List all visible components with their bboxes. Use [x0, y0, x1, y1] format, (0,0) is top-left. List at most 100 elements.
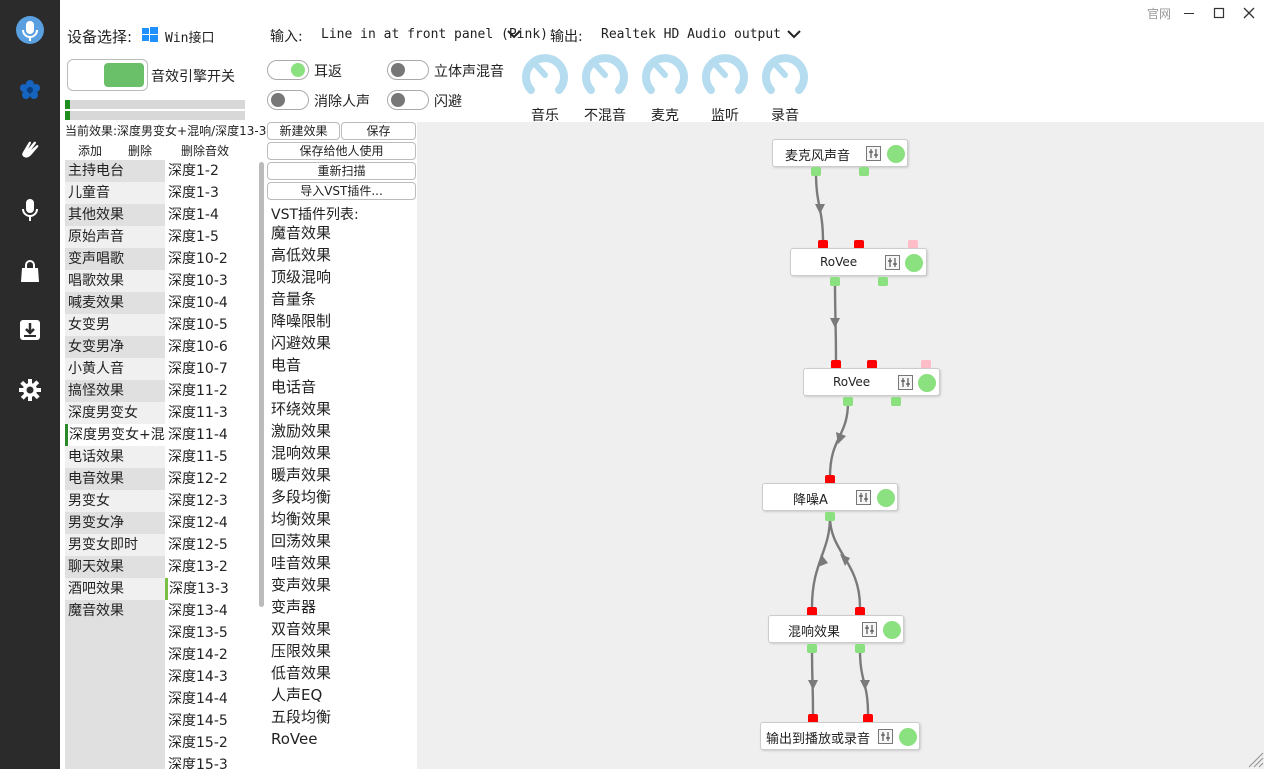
node-output-in-port-1[interactable]: [808, 714, 818, 723]
preset-item[interactable]: 深度13-2: [168, 559, 228, 575]
node-reverb-in-port-1[interactable]: [807, 607, 817, 616]
preset-item[interactable]: 深度10-5: [168, 317, 228, 333]
node-reverb[interactable]: 混响效果: [768, 615, 904, 643]
node-reverb-out-port-1[interactable]: [807, 644, 817, 653]
vst-plugin-item[interactable]: 哇音效果: [271, 554, 332, 572]
vst-plugin-item[interactable]: 音量条: [271, 290, 317, 308]
vst-plugin-item[interactable]: 电话音: [271, 378, 317, 396]
vst-plugin-item[interactable]: 均衡效果: [271, 510, 332, 528]
category-item[interactable]: 深度男变女+混响: [65, 424, 165, 446]
monitor-switch[interactable]: [267, 60, 309, 80]
download-icon[interactable]: [0, 305, 60, 355]
delete-button[interactable]: 删除: [128, 144, 153, 158]
vst-plugin-item[interactable]: 魔音效果: [271, 224, 332, 242]
category-item[interactable]: 儿童音: [65, 182, 165, 204]
maximize-icon[interactable]: [1209, 3, 1229, 23]
node-rovee1-out-port-1[interactable]: [830, 277, 840, 286]
stereo-mix-switch[interactable]: [387, 60, 429, 80]
category-item[interactable]: 搞怪效果: [68, 383, 124, 399]
node-output-eq-icon[interactable]: [878, 729, 893, 744]
microphone-icon[interactable]: [0, 185, 60, 235]
preset-item[interactable]: 深度11-3: [168, 405, 228, 421]
knob-record[interactable]: 录音: [760, 51, 810, 125]
app-logo-mic-icon[interactable]: [0, 5, 60, 55]
add-effect-button[interactable]: 添加: [78, 144, 103, 158]
vocal-remove-switch[interactable]: [267, 90, 309, 110]
preset-item[interactable]: 深度10-6: [168, 339, 228, 355]
preset-item[interactable]: 深度1-4: [168, 207, 219, 223]
output-chevron-down-icon[interactable]: [786, 28, 802, 44]
preset-item[interactable]: 深度12-3: [168, 493, 228, 509]
vst-plugin-item[interactable]: 高低效果: [271, 246, 332, 264]
input-chevron-down-icon[interactable]: [506, 28, 522, 44]
preset-item[interactable]: 深度13-5: [168, 625, 228, 641]
new-effect-button[interactable]: 新建效果: [267, 122, 340, 140]
record-knob-dial-icon[interactable]: [761, 51, 809, 99]
vst-plugin-item[interactable]: 多段均衡: [271, 488, 332, 506]
shopping-bag-icon[interactable]: [0, 247, 60, 297]
engine-toggle[interactable]: [67, 59, 148, 91]
node-output-enable-led[interactable]: [899, 728, 917, 746]
node-rovee2-out-port-2[interactable]: [891, 397, 901, 406]
node-mic-out-port-1[interactable]: [811, 167, 821, 176]
node-rovee2-enable-led[interactable]: [918, 374, 936, 392]
category-item[interactable]: 女变男净: [68, 339, 124, 355]
vst-plugin-item[interactable]: 暖声效果: [271, 466, 332, 484]
node-rovee1-out-port-2[interactable]: [878, 277, 888, 286]
node-output-sink[interactable]: 输出到播放或录音: [760, 722, 920, 750]
vst-plugin-item[interactable]: 混响效果: [271, 444, 332, 462]
category-item[interactable]: 酒吧效果: [65, 578, 165, 600]
knob-listen[interactable]: 监听: [700, 51, 750, 125]
category-item[interactable]: 主持电台: [68, 163, 124, 179]
listen-knob-dial-icon[interactable]: [701, 51, 749, 99]
node-denoise-in-port[interactable]: [825, 475, 835, 484]
preset-item[interactable]: 深度14-3: [168, 669, 228, 685]
category-item[interactable]: 聊天效果: [68, 559, 124, 575]
output-select[interactable]: Realtek HD Audio output: [601, 27, 782, 42]
node-rovee2-in-port-1[interactable]: [831, 360, 841, 369]
preset-item[interactable]: 深度1-5: [168, 229, 219, 245]
save-for-others-button[interactable]: 保存给他人使用: [267, 142, 416, 160]
node-rovee1-in-port-2[interactable]: [854, 240, 864, 249]
preset-item[interactable]: 深度11-4: [168, 427, 228, 443]
vst-plugin-item[interactable]: 变声器: [271, 598, 317, 616]
category-item[interactable]: 女变男: [65, 314, 165, 336]
category-item[interactable]: 男变女: [65, 490, 165, 512]
settings-gear-icon[interactable]: [0, 365, 60, 415]
preset-item[interactable]: 深度10-2: [168, 251, 228, 267]
effects-flower-icon[interactable]: [0, 65, 60, 115]
preset-item[interactable]: 深度14-2: [168, 647, 228, 663]
category-item[interactable]: 男变女即时: [65, 534, 165, 556]
node-denoise-enable-led[interactable]: [877, 489, 895, 507]
music-knob-dial-icon[interactable]: [521, 51, 569, 99]
node-reverb-eq-icon[interactable]: [862, 622, 877, 637]
node-rovee2-sidechain-port[interactable]: [921, 360, 931, 369]
vst-plugin-item[interactable]: 顶级混响: [271, 268, 332, 286]
mic-knob-dial-icon[interactable]: [641, 51, 689, 99]
vst-plugin-item[interactable]: RoVee: [271, 730, 318, 748]
category-item[interactable]: 电话效果: [65, 446, 165, 468]
category-item[interactable]: 喊麦效果: [68, 295, 124, 311]
vst-plugin-item[interactable]: 环绕效果: [271, 400, 332, 418]
category-item[interactable]: 深度男变女: [65, 402, 165, 424]
node-rovee1-in-port-1[interactable]: [818, 240, 828, 249]
node-rovee1-sidechain-port[interactable]: [908, 240, 918, 249]
node-rovee-2[interactable]: RoVee: [803, 368, 940, 396]
node-reverb-in-port-2[interactable]: [855, 607, 865, 616]
knob-music[interactable]: 音乐: [520, 51, 570, 125]
node-denoise-out-port[interactable]: [825, 512, 835, 521]
preset-item[interactable]: 深度14-4: [168, 691, 228, 707]
preset-list-scrollbar[interactable]: [259, 162, 264, 607]
preset-item[interactable]: 深度10-7: [168, 361, 228, 377]
category-item[interactable]: 魔音效果: [68, 603, 124, 619]
preset-item[interactable]: 深度1-2: [168, 163, 219, 179]
preset-item[interactable]: 深度13-3: [165, 578, 265, 600]
preset-item[interactable]: 深度14-5: [168, 713, 228, 729]
save-button[interactable]: 保存: [341, 122, 416, 140]
rescan-button[interactable]: 重新扫描: [267, 162, 416, 180]
nomix-knob-dial-icon[interactable]: [581, 51, 629, 99]
knob-mic[interactable]: 麦克: [640, 51, 690, 125]
import-vst-button[interactable]: 导入VST插件...: [267, 182, 416, 200]
node-mic-out-port-2[interactable]: [859, 167, 869, 176]
preset-item[interactable]: 深度12-2: [168, 471, 228, 487]
